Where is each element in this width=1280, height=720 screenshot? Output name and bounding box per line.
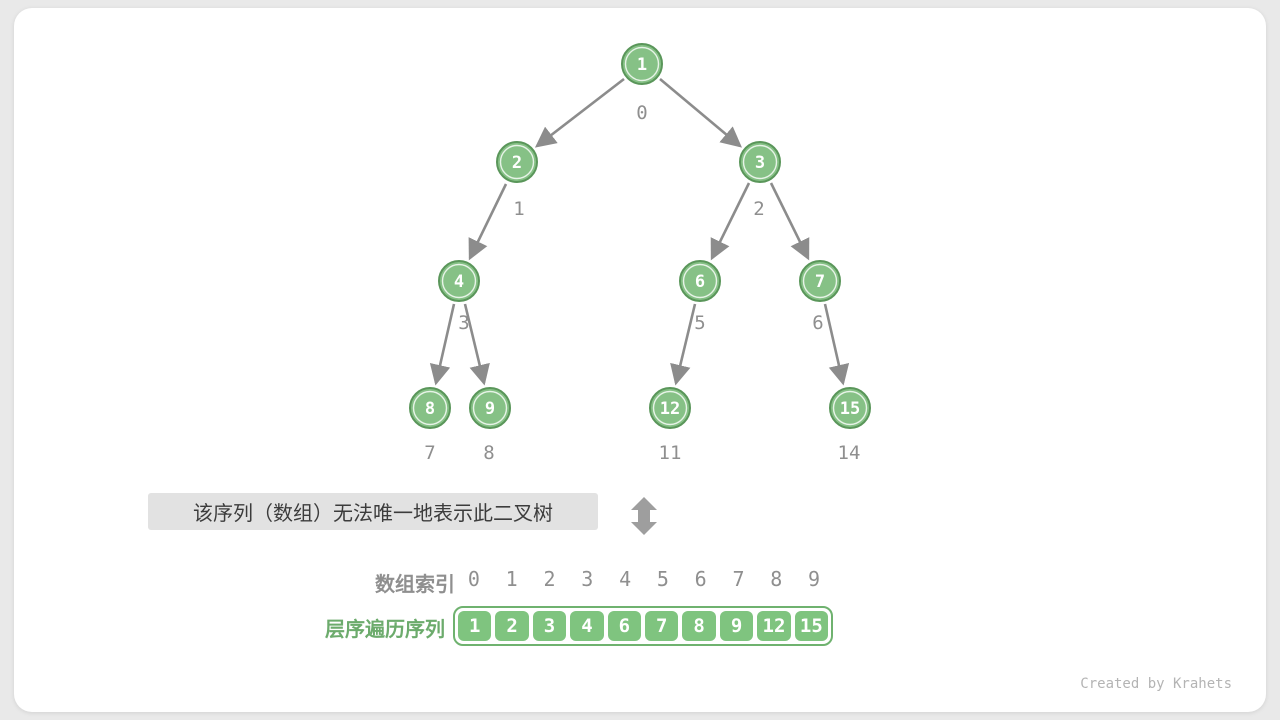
edge-1-3	[659, 78, 742, 148]
node-index-label: 2	[753, 198, 764, 220]
tree-edges	[429, 77, 850, 386]
caption-box: 该序列（数组）无法唯一地表示此二叉树	[148, 493, 598, 530]
array-index-cell: 3	[581, 567, 594, 591]
edge-7-15	[823, 303, 850, 386]
array-index-cell: 5	[656, 567, 669, 591]
tree-node-1: 1	[621, 43, 663, 85]
node-ring	[682, 263, 718, 299]
tree-node-6: 6	[679, 260, 721, 302]
node-value: 15	[840, 399, 860, 419]
level-order-label: 层序遍历序列	[325, 619, 445, 641]
node-value: 1	[637, 55, 647, 75]
sequence-cell: 4	[570, 611, 604, 641]
edge-3-6	[710, 182, 751, 261]
edge-2-4	[468, 183, 508, 261]
sequence-cell: 12	[757, 611, 791, 641]
array-index-label: 数组索引	[375, 574, 455, 596]
tree-node-12: 12	[649, 387, 691, 429]
edge-6-12	[670, 303, 697, 386]
node-index-label: 3	[458, 312, 469, 334]
array-index-cell: 2	[543, 567, 556, 591]
node-ring	[832, 390, 868, 426]
sequence-cell: 8	[682, 611, 716, 641]
node-ring	[441, 263, 477, 299]
node-circle	[469, 387, 511, 429]
node-index-label: 0	[636, 102, 647, 124]
sequence-cell: 2	[495, 611, 529, 641]
tree-node-8: 8	[409, 387, 451, 429]
array-index-cell: 8	[770, 567, 783, 591]
node-value: 6	[695, 272, 705, 292]
node-index-label: 1	[513, 198, 524, 220]
array-index-cell: 9	[808, 567, 821, 591]
up-down-arrow-icon	[631, 497, 657, 535]
edge-3-7	[769, 182, 810, 261]
node-value: 12	[660, 399, 680, 419]
array-index-cell: 7	[732, 567, 745, 591]
caption-text: 该序列（数组）无法唯一地表示此二叉树	[193, 503, 553, 525]
edge-4-9	[463, 303, 490, 386]
node-ring	[412, 390, 448, 426]
node-circle	[621, 43, 663, 85]
node-index-label: 6	[812, 312, 823, 334]
edge-4-8	[429, 303, 456, 386]
node-ring	[472, 390, 508, 426]
node-circle	[829, 387, 871, 429]
tree-node-15: 15	[829, 387, 871, 429]
tree-node-7: 7	[799, 260, 841, 302]
sequence-cell: 6	[607, 611, 642, 641]
node-value: 3	[755, 153, 765, 173]
node-value: 7	[815, 272, 825, 292]
node-value: 2	[512, 153, 522, 173]
node-value: 8	[425, 399, 435, 419]
node-value: 9	[485, 399, 495, 419]
node-index-label: 5	[694, 312, 705, 334]
node-circle	[409, 387, 451, 429]
node-index-label: 14	[838, 442, 861, 464]
node-circle	[799, 260, 841, 302]
node-index-label: 8	[483, 442, 494, 464]
level-order-sequence: 1 2 3 4 6 7 8 9 12 15	[453, 606, 833, 646]
content-card	[14, 8, 1266, 712]
array-index-cell: 1	[505, 567, 518, 591]
array-index-cell: 6	[694, 567, 707, 591]
sequence-cell: 3	[532, 611, 567, 641]
node-ring	[802, 263, 838, 299]
node-index-label: 7	[424, 442, 435, 464]
node-circle	[496, 141, 538, 183]
tree-node-3: 3	[739, 141, 781, 183]
node-circle	[679, 260, 721, 302]
node-index-label: 11	[659, 442, 682, 464]
tree-node-4: 4	[438, 260, 480, 302]
node-ring	[499, 144, 535, 180]
sequence-cell: 9	[719, 611, 754, 641]
array-index-cell: 4	[619, 567, 632, 591]
watermark: Created by Krahets	[1080, 676, 1232, 692]
sequence-cell: 7	[645, 611, 679, 641]
tree-node-9: 9	[469, 387, 511, 429]
sequence-cell: 1	[458, 611, 492, 641]
node-ring	[624, 46, 660, 82]
array-index-row: 0 1 2 3 4 5 6 7 8 9	[455, 566, 833, 592]
node-value: 4	[454, 272, 464, 292]
node-circle	[739, 141, 781, 183]
array-index-cell: 0	[467, 567, 480, 591]
edge-1-2	[534, 77, 625, 148]
node-ring	[742, 144, 778, 180]
node-circle	[438, 260, 480, 302]
node-ring	[652, 390, 688, 426]
sequence-cell: 15	[794, 611, 829, 641]
node-circle	[649, 387, 691, 429]
tree-node-2: 2	[496, 141, 538, 183]
